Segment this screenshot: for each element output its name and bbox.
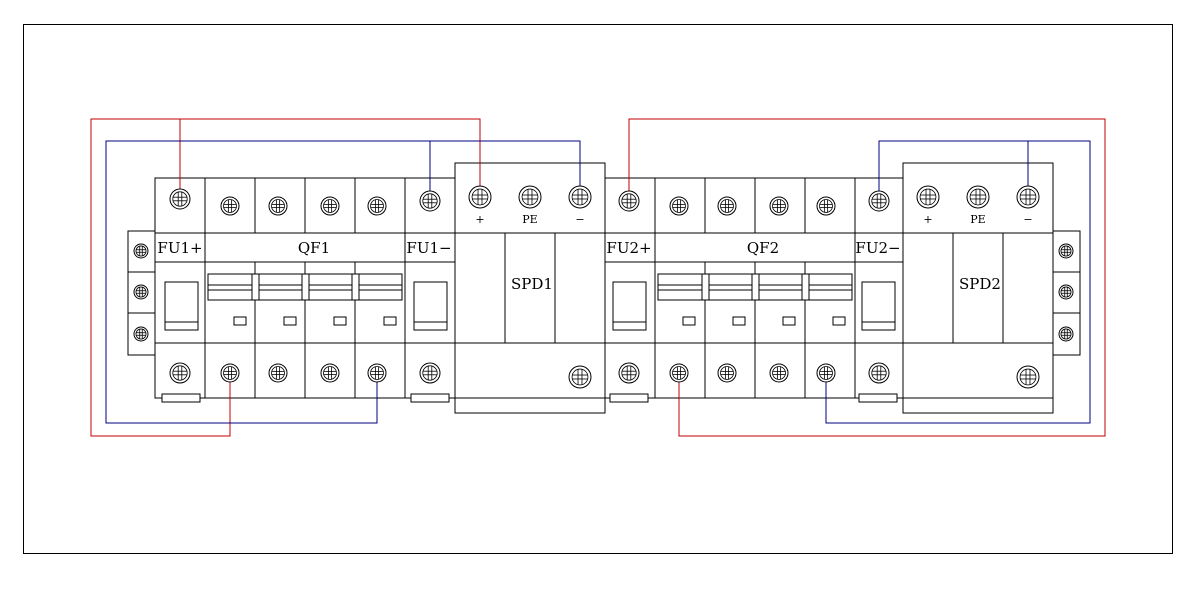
terminal-screw-icon — [419, 190, 441, 212]
label-spd2-minus: − — [1023, 213, 1032, 226]
label-qf2: QF2 — [747, 239, 779, 257]
label-fu2-pos: FU2+ — [606, 239, 651, 257]
label-qf1: QF1 — [298, 239, 330, 257]
label-fu2-neg: FU2− — [855, 239, 900, 257]
wire-qf2-out-neg-loop — [825, 140, 1091, 424]
terminal-screw-icon — [268, 363, 288, 383]
terminal-screw-icon — [669, 363, 689, 383]
terminal-screw-icon — [268, 196, 288, 216]
terminal-screw-icon — [468, 185, 492, 209]
terminal-screw-icon — [133, 326, 149, 342]
label-spd1: SPD1 — [511, 275, 553, 293]
wire-fu1-pos-to-spd1-plus — [179, 118, 481, 197]
terminal-screw-icon — [618, 362, 640, 384]
wire-qf1-out-neg-loop — [105, 140, 430, 424]
terminal-screw-icon — [1058, 326, 1074, 342]
terminal-screw-icon — [133, 243, 149, 259]
label-spd2: SPD2 — [959, 275, 1001, 293]
label-spd1-pe: PE — [522, 213, 537, 226]
label-fu1-pos: FU1+ — [157, 239, 202, 257]
wire-fu2-pos-loop — [628, 118, 1106, 437]
wire-qf1-out-pos-loop — [90, 118, 231, 437]
terminal-screw-icon — [769, 363, 789, 383]
terminal-screw-icon — [220, 363, 240, 383]
terminal-screw-icon — [966, 185, 990, 209]
terminal-screw-icon — [1058, 243, 1074, 259]
wiring — [90, 118, 1106, 437]
terminal-screw-icon — [1016, 185, 1040, 209]
terminal-screw-icon — [868, 190, 890, 212]
terminal-screw-icon — [419, 362, 441, 384]
label-spd2-plus: + — [923, 213, 932, 226]
terminal-screw-icon — [1058, 284, 1074, 300]
label-spd2-pe: PE — [970, 213, 985, 226]
breaker-qf2: QF2 — [654, 177, 856, 399]
terminal-screw-icon — [1016, 365, 1040, 389]
terminal-screw-icon — [717, 196, 737, 216]
terminal-screw-icon — [669, 196, 689, 216]
terminal-screw-icon — [220, 196, 240, 216]
terminal-screw-icon — [518, 185, 542, 209]
breaker-qf1: QF1 — [204, 177, 406, 399]
wire-fu1-neg-to-spd1-minus — [429, 140, 581, 197]
label-fu1-neg: FU1− — [406, 239, 451, 257]
terminal-screw-icon — [868, 362, 890, 384]
terminal-screw-icon — [717, 363, 737, 383]
terminal-screw-icon — [816, 196, 836, 216]
wire-fu2-neg-to-spd2-minus — [878, 140, 1029, 197]
terminal-screw-icon — [769, 196, 789, 216]
terminal-screw-icon — [133, 284, 149, 300]
terminal-screw-icon — [916, 185, 940, 209]
terminal-screws — [133, 185, 1074, 389]
terminal-screw-icon — [169, 188, 191, 210]
terminal-screw-icon — [367, 363, 387, 383]
fuse-fu2-pos: FU2+ — [604, 177, 656, 403]
terminal-screw-icon — [367, 196, 387, 216]
label-spd1-plus: + — [475, 213, 484, 226]
terminal-screw-icon — [568, 365, 592, 389]
terminal-screw-icon — [320, 196, 340, 216]
terminal-screw-icon — [816, 363, 836, 383]
terminal-screw-icon — [169, 362, 191, 384]
terminal-screw-icon — [568, 185, 592, 209]
terminal-screw-icon — [320, 363, 340, 383]
label-spd1-minus: − — [575, 213, 584, 226]
terminal-screw-icon — [618, 190, 640, 212]
drawing-frame — [23, 24, 1173, 554]
